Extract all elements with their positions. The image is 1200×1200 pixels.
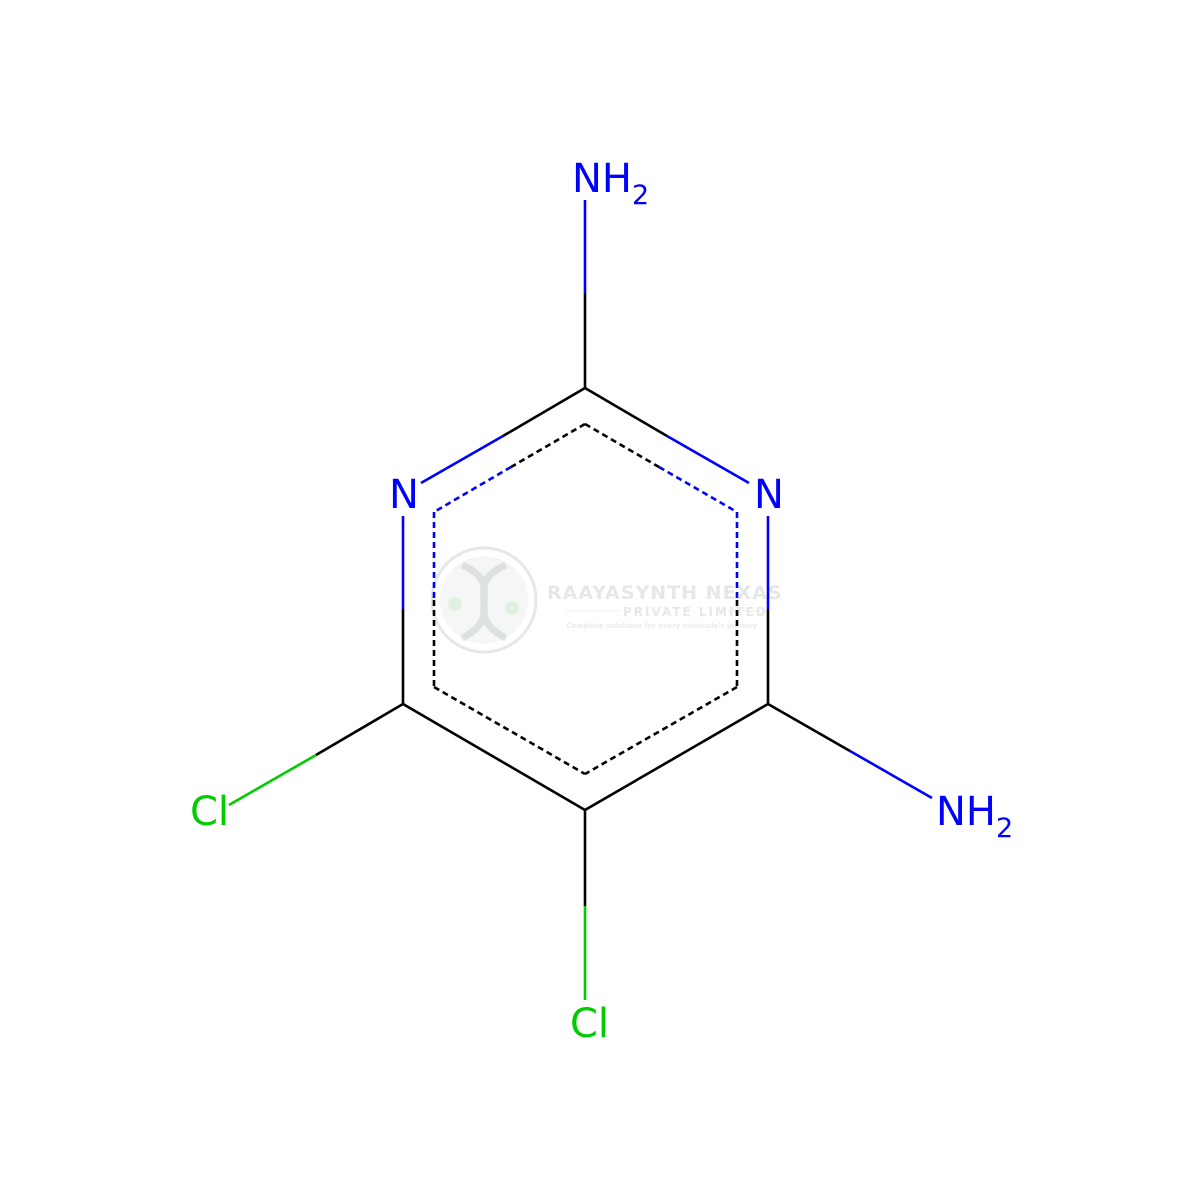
aromatic-c2-n3-n <box>658 465 738 514</box>
watermark-subtitle: PRIVATE LIMITED <box>623 605 768 619</box>
bond-c2-n1 <box>502 386 586 438</box>
atom-nh2-top-subscript: 2 <box>632 180 649 211</box>
atom-n-right: N <box>754 472 784 518</box>
watermark-company: RAAYASYNTH NEXAS <box>547 582 783 604</box>
bond-c4-c5 <box>584 702 769 812</box>
watermark: RAAYASYNTH NEXAS PRIVATE LIMITED Complet… <box>430 546 783 654</box>
bond-c4-amine <box>767 702 851 753</box>
bond-c6-c5 <box>402 702 586 812</box>
aromatic-c2-n1-n <box>433 465 512 514</box>
atom-cl-bottom: Cl <box>570 1001 609 1047</box>
bond-c2-n1-n <box>420 434 504 485</box>
bond-c2-n3-n <box>666 434 750 485</box>
aromatic-c6-c5 <box>433 685 586 776</box>
aromatic-c2-n3 <box>584 422 660 469</box>
watermark-tagline: Complete solutions for every molecule's … <box>566 622 757 630</box>
atom-n-left: N <box>389 472 419 518</box>
aromatic-c2-n1 <box>510 422 586 469</box>
bond-c2-n3 <box>584 386 668 438</box>
bonds <box>228 200 933 1000</box>
bond-c4-amine-n <box>849 749 933 800</box>
atom-labels: NH2 N N NH2 Cl Cl <box>190 156 1013 1047</box>
bond-c6-cl <box>315 702 404 757</box>
atom-cl-left: Cl <box>190 789 229 835</box>
atom-nh2-top: NH2 <box>572 156 649 211</box>
atom-nh2-bottom: NH2 <box>936 789 1013 844</box>
atom-nh2-bottom-subscript: 2 <box>996 813 1013 844</box>
aromatic-ring <box>432 422 739 776</box>
aromatic-c4-c5 <box>584 685 738 776</box>
watermark-logo-icon <box>430 546 538 654</box>
bond-c6-cl-cl <box>228 753 317 807</box>
